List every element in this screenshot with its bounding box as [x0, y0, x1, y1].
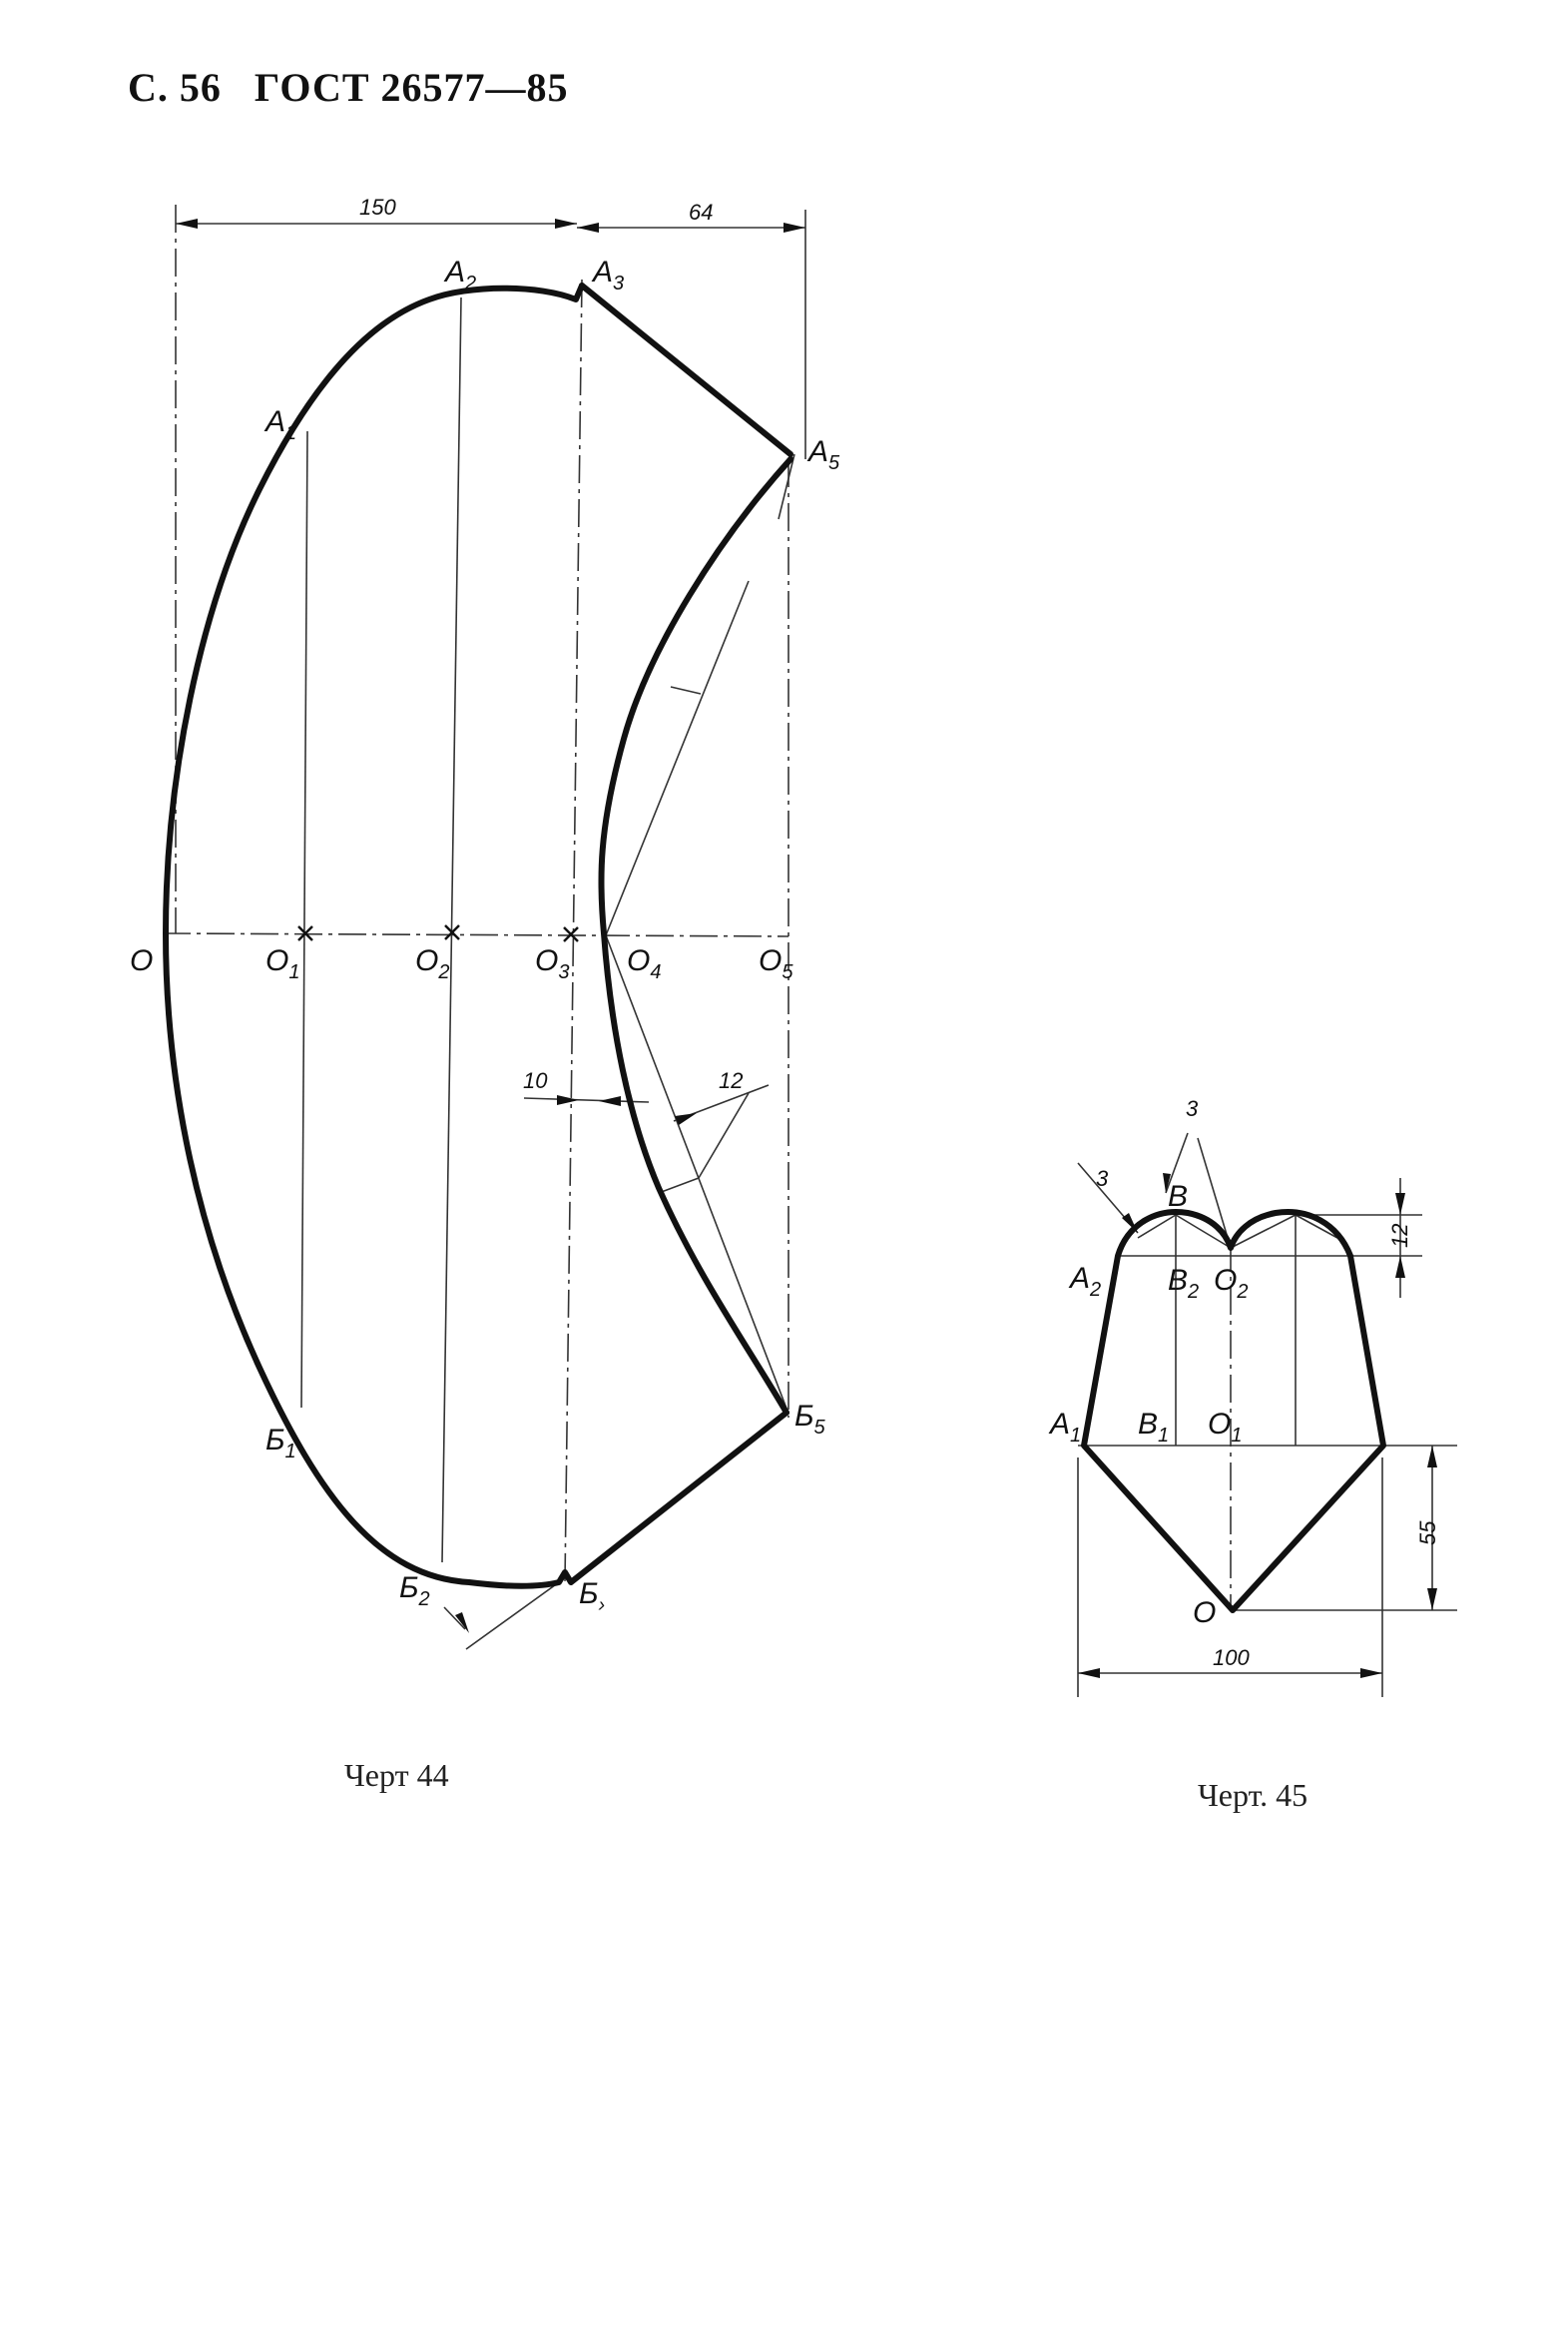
point-a2: A2	[1068, 1262, 1101, 1301]
point-o: O	[130, 944, 153, 977]
arrowhead	[1078, 1668, 1100, 1678]
point-o4: O4	[627, 944, 661, 983]
point-a3: A3	[591, 256, 624, 294]
dim-12: 12	[719, 1068, 743, 1093]
point-b5: Б5	[794, 1400, 826, 1439]
arrowhead	[1360, 1668, 1382, 1678]
point-o2: O2	[415, 944, 449, 983]
figure-45-caption: Черт. 45	[1198, 1777, 1308, 1813]
chord-line	[1295, 1214, 1338, 1239]
chord-line	[1137, 1214, 1177, 1239]
construction-line-a2-b2	[441, 296, 462, 1563]
arrowhead	[1395, 1256, 1405, 1278]
outer-contour	[163, 283, 789, 1589]
arrowhead	[599, 1096, 621, 1106]
point-o1: O1	[265, 944, 299, 983]
dim-12: 12	[1387, 1224, 1412, 1248]
chord-line	[1175, 1214, 1232, 1249]
construction-tick	[658, 1177, 700, 1194]
dim-3b: 3	[1186, 1096, 1199, 1121]
arrowhead	[784, 223, 805, 233]
arrowhead	[1395, 1193, 1405, 1215]
arrowhead	[1163, 1173, 1171, 1193]
page-number: С. 56	[128, 65, 222, 110]
construction-tick	[670, 686, 702, 695]
point-a2: A2	[443, 256, 476, 294]
construction-line-a5-tangent	[778, 453, 795, 520]
point-b1: Б1	[265, 1424, 296, 1462]
arrowhead	[1427, 1588, 1437, 1610]
construction-line-o4-a5	[605, 580, 750, 936]
standard-number: ГОСТ 26577—85	[254, 65, 569, 110]
dim-55: 55	[1415, 1520, 1440, 1545]
arrowhead	[557, 1095, 579, 1105]
point-a1: A1	[1048, 1408, 1081, 1447]
figure-45: 3 3 12 55 100 B A2 B2 O2 A1 B1 O1 O	[1048, 1096, 1457, 1697]
point-a1: A1	[263, 405, 296, 444]
dim-3a: 3	[1096, 1166, 1109, 1191]
dim-10: 10	[523, 1068, 548, 1093]
leader-line-b2-arrow	[443, 1606, 466, 1630]
arrowhead	[675, 1113, 697, 1125]
leader-line-3c	[1197, 1137, 1232, 1249]
inner-contour	[598, 456, 793, 1416]
arrowhead	[455, 1612, 469, 1633]
outer-contour	[1081, 1209, 1386, 1613]
arrowhead	[176, 219, 198, 229]
point-b3: Б›	[579, 1577, 605, 1616]
point-a5: A5	[806, 435, 840, 474]
figure-44: 150 64 10 12 A1 A2 A3 A5 O O1 O2 O3 O4 O…	[130, 195, 840, 1650]
point-o3: O3	[535, 944, 569, 983]
dim-64: 64	[689, 200, 713, 225]
point-b: B	[1168, 1180, 1188, 1213]
point-o1: O1	[1208, 1408, 1242, 1447]
chord-line	[1230, 1214, 1297, 1249]
figure-44-caption: Черт 44	[344, 1757, 449, 1793]
dim-100: 100	[1213, 1645, 1250, 1670]
arrowhead	[1427, 1446, 1437, 1467]
construction-line-12	[698, 1092, 750, 1179]
construction-line-o4-b5	[605, 934, 789, 1415]
contour-edge-a3-a5	[579, 283, 793, 457]
leader-line-b2	[465, 1581, 560, 1650]
arrowhead	[555, 219, 577, 229]
horizontal-axis	[162, 932, 789, 937]
point-o: O	[1193, 1596, 1216, 1629]
page-header: С. 56 ГОСТ 26577—85	[128, 64, 569, 111]
point-o2: O2	[1214, 1264, 1248, 1303]
dim-150: 150	[359, 195, 396, 220]
point-b2: Б2	[399, 1571, 430, 1610]
arrowhead	[577, 223, 599, 233]
axis-cross-markers	[297, 924, 579, 942]
point-b2: B2	[1168, 1264, 1199, 1303]
point-o5: O5	[759, 944, 793, 983]
construction-line-a1-b1	[300, 430, 308, 1409]
point-b1: B1	[1138, 1408, 1169, 1447]
leader-line-3b	[1165, 1132, 1189, 1194]
